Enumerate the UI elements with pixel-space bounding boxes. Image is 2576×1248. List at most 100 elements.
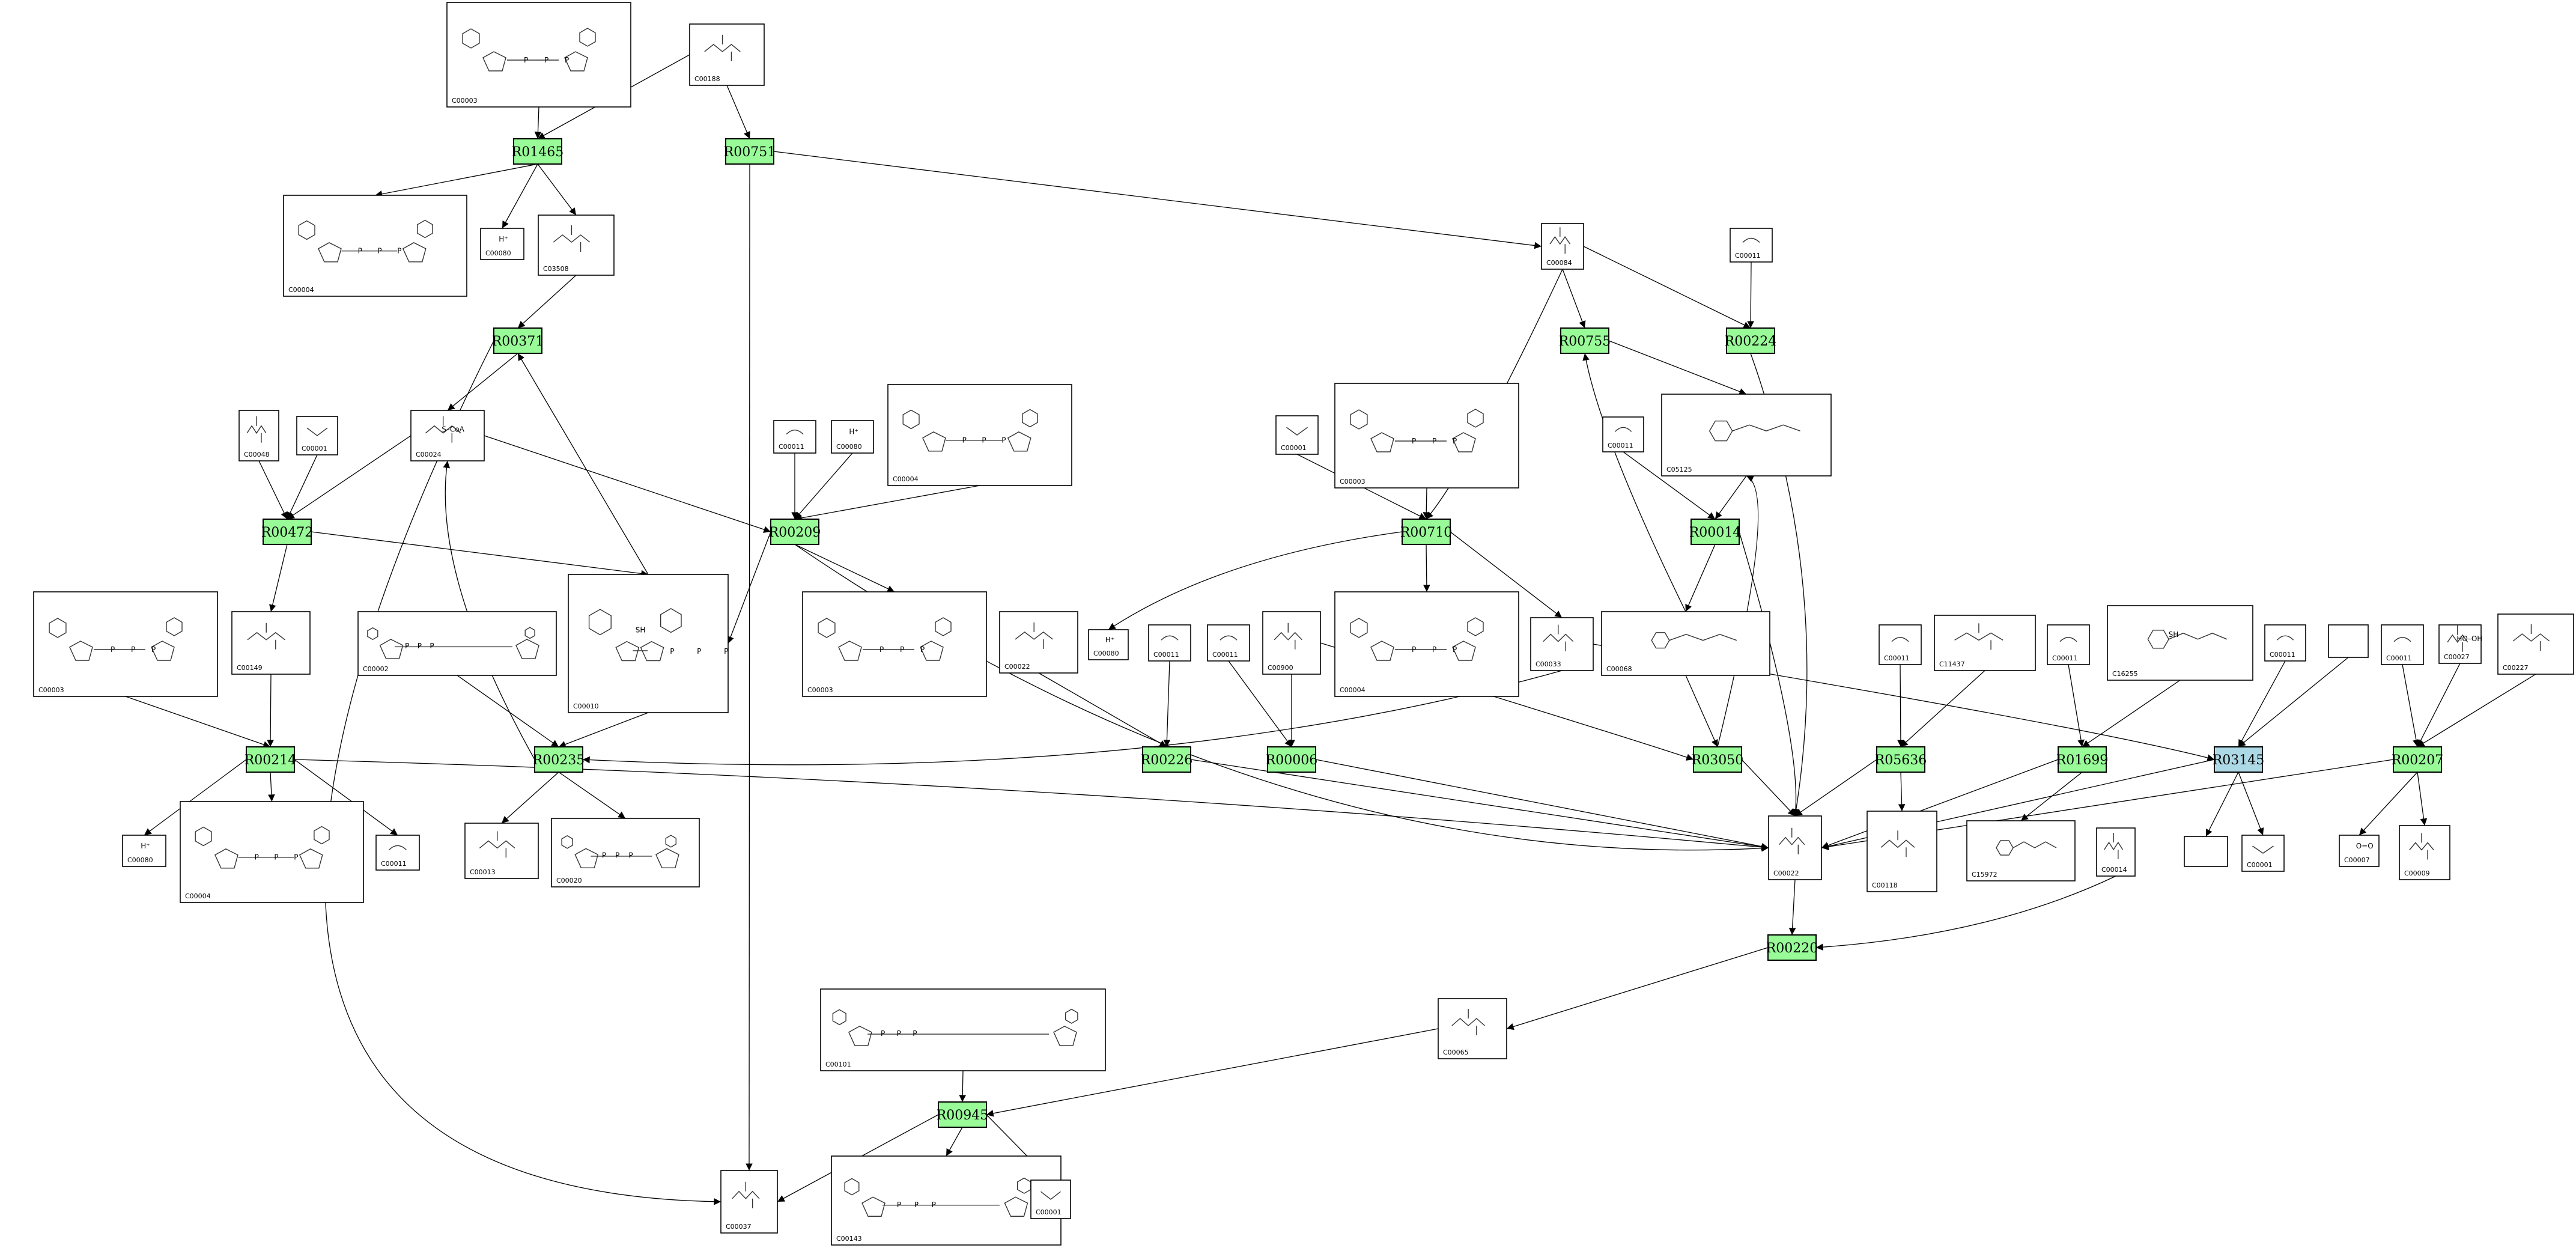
- reaction-r00751[interactable]: R00751: [724, 138, 776, 165]
- compound-id: C00188: [694, 75, 720, 83]
- compound-c11437[interactable]: C11437: [1934, 615, 2036, 671]
- reaction-r00945[interactable]: R00945: [937, 1101, 989, 1128]
- compound-c00080_c[interactable]: H⁺C00080: [1088, 629, 1129, 660]
- reaction-r00755[interactable]: R00755: [1559, 327, 1611, 354]
- reaction-r00224[interactable]: R00224: [1725, 327, 1777, 354]
- reaction-r00209[interactable]: R00209: [769, 519, 821, 545]
- compound-c00001_a[interactable]: C00001: [296, 416, 338, 455]
- edge-arrow: [726, 85, 750, 139]
- compound-c00188[interactable]: C00188: [689, 23, 765, 86]
- svg-text:P: P: [151, 645, 156, 654]
- compound-c00011_b[interactable]: C00011: [773, 420, 816, 454]
- edge-arrow: [501, 772, 559, 824]
- reaction-r00710[interactable]: R00710: [1400, 519, 1453, 545]
- compound-c00011_j[interactable]: C00011: [375, 835, 420, 871]
- reaction-r00371[interactable]: R00371: [492, 327, 544, 354]
- compound-box: [2328, 624, 2369, 658]
- compound-id: C00011: [381, 860, 407, 868]
- compound-c00011_e[interactable]: C00011: [1207, 624, 1250, 662]
- compound-c00011_h[interactable]: C00011: [2264, 624, 2306, 662]
- reaction-r01465[interactable]: R01465: [512, 138, 564, 165]
- reaction-r00207[interactable]: R00207: [2392, 746, 2444, 773]
- compound-c15972[interactable]: C15972: [1966, 820, 2076, 881]
- compound-c00022[interactable]: C00022: [1768, 815, 1822, 880]
- compound-id: C00014: [2101, 866, 2127, 874]
- reaction-r00006[interactable]: R00006: [1266, 746, 1318, 773]
- compound-box: [2264, 624, 2306, 662]
- compound-c00227[interactable]: C00227: [2497, 613, 2574, 675]
- compound-box: [2497, 613, 2574, 675]
- compound-c00065[interactable]: C00065: [1438, 998, 1507, 1059]
- compound-c00011_g[interactable]: C00011: [2047, 624, 2090, 665]
- compound-c00080_b[interactable]: H⁺C00080: [831, 420, 874, 454]
- reaction-r00235[interactable]: R00235: [533, 746, 585, 773]
- compound-box: [410, 410, 485, 461]
- compound-c00080_a[interactable]: H⁺C00080: [480, 228, 524, 260]
- compound-c00011_i[interactable]: C00011: [2381, 624, 2424, 665]
- reaction-r00220[interactable]: R00220: [1766, 934, 1818, 961]
- compound-c00118[interactable]: C00118: [1867, 811, 1937, 892]
- edge-arrow: [443, 460, 535, 760]
- reaction-r00214[interactable]: R00214: [245, 746, 297, 773]
- edge-arrow: [517, 353, 649, 575]
- svg-text:P: P: [602, 851, 606, 860]
- compound-box: [820, 988, 1106, 1071]
- compound-c00048[interactable]: C00048: [238, 410, 279, 461]
- compound-c00037[interactable]: C00037: [720, 1170, 778, 1234]
- svg-text:P: P: [111, 645, 115, 654]
- compound-c05125[interactable]: C05125: [1661, 394, 1832, 476]
- compound-c00001_d[interactable]: C00001: [1030, 1180, 1071, 1219]
- compound-c00011_a[interactable]: C00011: [1730, 228, 1773, 263]
- compound-c00011_d[interactable]: C00011: [1148, 624, 1191, 662]
- compound-c03508[interactable]: C03508: [538, 215, 615, 276]
- compound-id: C00011: [2052, 654, 2078, 662]
- compound-c00068[interactable]: C00068: [1601, 611, 1770, 676]
- compound-c00001_c[interactable]: C00001: [2241, 835, 2285, 872]
- compound-c00009[interactable]: C00009: [2399, 825, 2450, 880]
- compound-c00013[interactable]: C00013: [464, 823, 539, 879]
- compound-c00084[interactable]: C00084: [1541, 223, 1584, 270]
- edge-arrow: [1038, 672, 1167, 747]
- reaction-r03050[interactable]: R03050: [1692, 746, 1744, 773]
- reaction-r05636[interactable]: R05636: [1875, 746, 1927, 773]
- compound-box: [1530, 617, 1594, 671]
- edge-arrow: [746, 163, 753, 1171]
- compound-c00011_f[interactable]: C00011: [1879, 624, 1922, 665]
- reaction-r03145[interactable]: R03145: [2213, 746, 2265, 773]
- reaction-r00226[interactable]: R00226: [1141, 746, 1193, 773]
- compound-c00080_d[interactable]: H⁺C00080: [122, 835, 166, 867]
- reaction-r00014[interactable]: R00014: [1689, 519, 1742, 545]
- compound-c_blank_b[interactable]: [2184, 836, 2228, 867]
- compound-c00001_b[interactable]: C00001: [1275, 415, 1319, 455]
- compound-c00033[interactable]: C00033: [1530, 617, 1594, 671]
- reaction-r00472[interactable]: R00472: [261, 519, 314, 545]
- svg-text:P: P: [982, 436, 986, 445]
- compound-c00900[interactable]: C00900: [1262, 611, 1321, 675]
- reaction-label: R00755: [1559, 334, 1611, 349]
- compound-c_blank_a[interactable]: [2328, 624, 2369, 658]
- compound-c00011_c[interactable]: C00011: [1602, 416, 1644, 452]
- reaction-r01699[interactable]: R01699: [2056, 746, 2109, 773]
- compound-id: C00011: [779, 443, 804, 451]
- compound-c00149[interactable]: C00149: [231, 611, 311, 675]
- edge-arrow: [1562, 269, 1586, 329]
- compound-c00014[interactable]: C00014: [2096, 827, 2136, 877]
- compound-c00022_x[interactable]: C00022: [999, 611, 1078, 674]
